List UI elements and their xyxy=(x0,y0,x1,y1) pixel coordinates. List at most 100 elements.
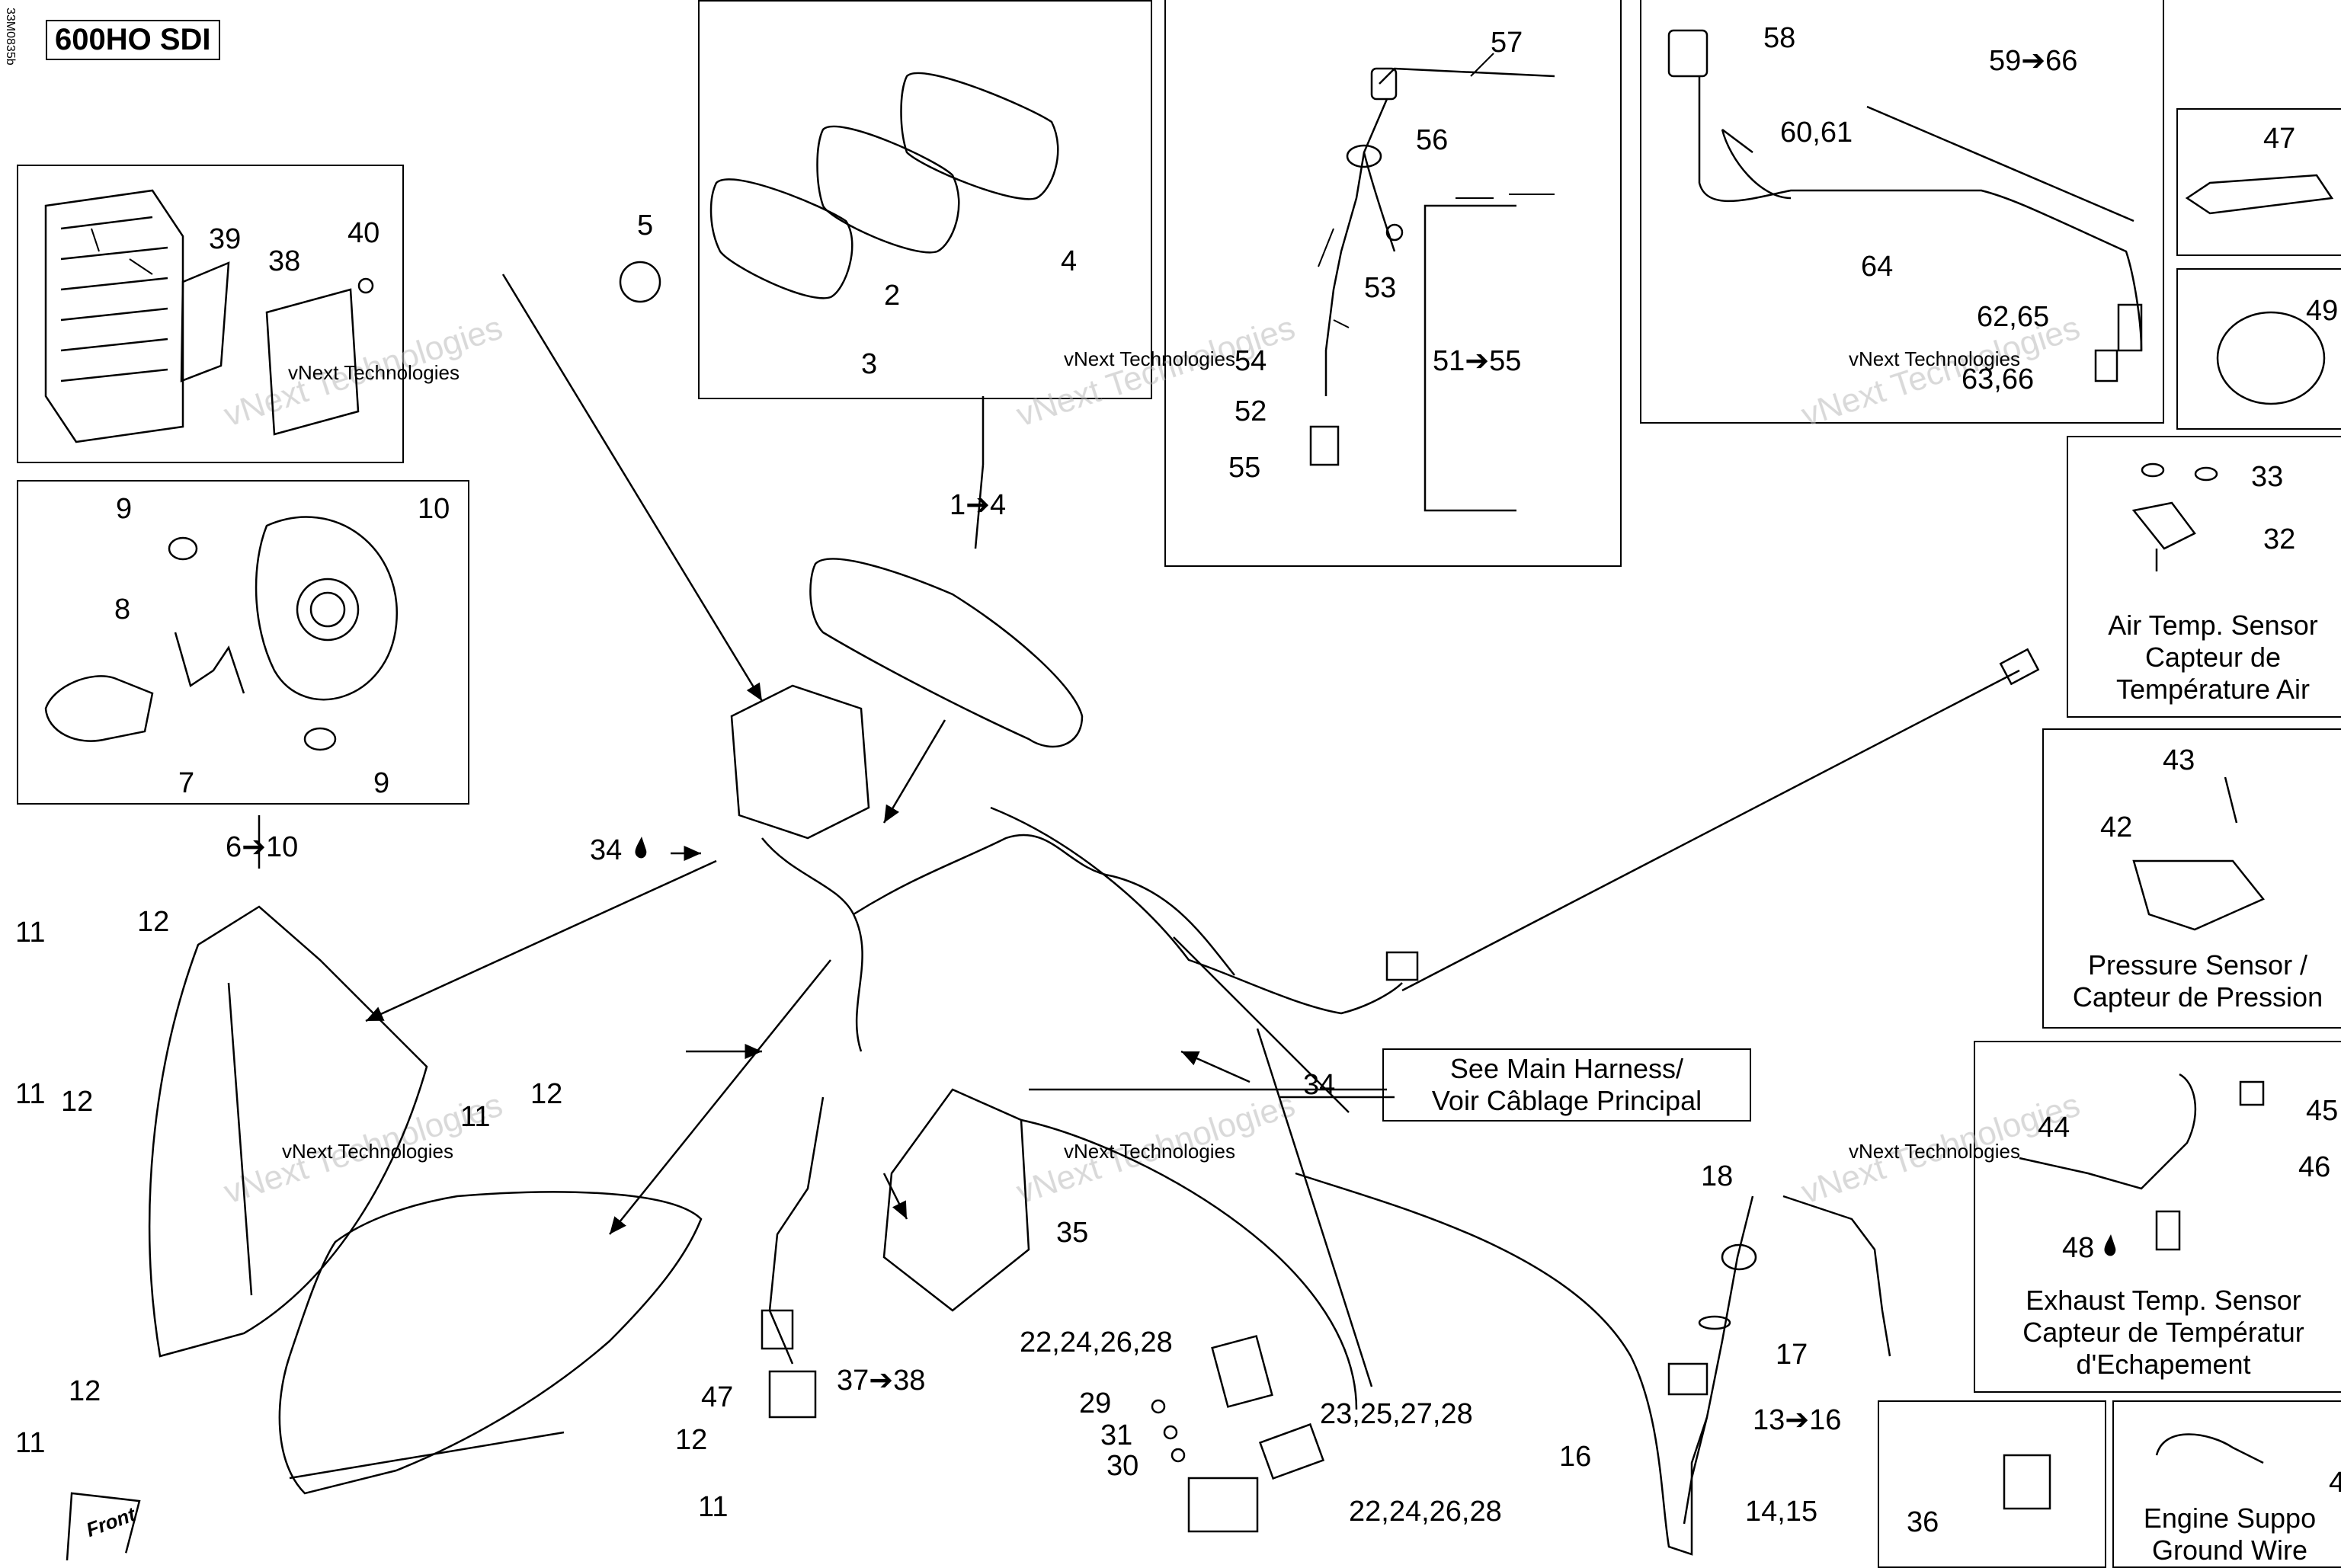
bracket-51-55 xyxy=(1423,204,1516,512)
svg-text:56: 56 xyxy=(1416,124,1448,156)
ecm-module xyxy=(44,189,184,443)
svg-text:11: 11 xyxy=(698,1491,728,1523)
svg-text:48: 48 xyxy=(2062,1232,2094,1264)
detail-box-exhaust xyxy=(1974,1041,2341,1393)
pressure-caption: Pressure Sensor /Capteur de Pression xyxy=(2072,949,2323,1013)
spring-clip xyxy=(174,632,245,694)
svg-text:54: 54 xyxy=(1235,345,1267,377)
detail-box-pressure xyxy=(2042,728,2341,1029)
bulb xyxy=(44,675,154,742)
svg-text:47: 47 xyxy=(701,1381,733,1413)
svg-text:38: 38 xyxy=(268,245,300,277)
svg-text:60,61: 60,61 xyxy=(1780,117,1853,149)
svg-text:3: 3 xyxy=(861,348,877,380)
svg-text:47: 47 xyxy=(2263,123,2295,155)
svg-text:vNext Technologies: vNext Technologies xyxy=(1064,347,1235,370)
svg-text:17: 17 xyxy=(1776,1339,1808,1371)
svg-text:58: 58 xyxy=(1763,22,1795,54)
instrument-cluster xyxy=(809,558,1084,748)
svg-text:53: 53 xyxy=(1364,272,1396,304)
svg-text:10: 10 xyxy=(418,493,450,525)
connector-58 xyxy=(1667,29,1709,78)
svg-text:7: 7 xyxy=(178,767,194,799)
svg-text:12: 12 xyxy=(61,1086,93,1118)
svg-text:49: 49 xyxy=(2306,295,2338,327)
detail-box-gauge xyxy=(698,0,1152,399)
detail-box-air-temp xyxy=(2067,436,2341,718)
svg-text:9: 9 xyxy=(373,767,389,799)
svg-text:vNext Technologies: vNext Technologies xyxy=(1849,1140,2020,1163)
svg-text:51➔55: 51➔55 xyxy=(1433,345,1521,377)
sensor-wire xyxy=(1379,67,1555,85)
svg-text:34: 34 xyxy=(1303,1069,1335,1101)
headlamp-reflector xyxy=(255,516,399,701)
see-main-harness-note: See Main Harness/Voir Câblage Principal xyxy=(1382,1048,1751,1122)
harness-branch xyxy=(761,837,863,1052)
svg-text:vNext Technologies: vNext Technologies xyxy=(1064,1140,1235,1163)
svg-text:37➔38: 37➔38 xyxy=(837,1365,925,1397)
svg-text:46: 46 xyxy=(2298,1151,2330,1183)
exhaust-sensor xyxy=(2019,1073,2197,1190)
svg-text:64: 64 xyxy=(1861,251,1893,283)
svg-text:12: 12 xyxy=(69,1375,101,1407)
svg-text:22,24,26,28: 22,24,26,28 xyxy=(1349,1496,1502,1528)
svg-text:2: 2 xyxy=(884,280,900,312)
svg-text:59➔66: 59➔66 xyxy=(1989,45,2077,77)
harness-long-wire xyxy=(1401,669,2020,992)
svg-text:45: 45 xyxy=(2306,1095,2338,1127)
gauge-bezel xyxy=(709,178,853,299)
svg-text:5: 5 xyxy=(637,210,653,242)
detail-box-sensor-harness xyxy=(1164,0,1622,567)
gauge-lens xyxy=(816,125,960,254)
svg-text:40: 40 xyxy=(347,217,379,249)
svg-text:36: 36 xyxy=(1907,1506,1939,1538)
drop-callouts: 34 48 xyxy=(590,834,2116,1264)
svg-text:6➔10: 6➔10 xyxy=(226,831,298,863)
connector-22 xyxy=(1211,1335,1273,1408)
module-30 xyxy=(1187,1477,1259,1533)
svg-text:11: 11 xyxy=(15,1427,45,1459)
svg-text:9: 9 xyxy=(116,493,132,525)
svg-text:29: 29 xyxy=(1079,1387,1111,1419)
svg-text:35: 35 xyxy=(1056,1217,1088,1249)
svg-text:57: 57 xyxy=(1491,27,1523,59)
svg-text:55: 55 xyxy=(1228,452,1260,484)
svg-text:39: 39 xyxy=(209,223,241,255)
air-temp-sensor xyxy=(2131,501,2196,571)
svg-text:11: 11 xyxy=(460,1101,490,1133)
watermarks-small: vNext Technologies vNext Technologies vN… xyxy=(282,347,2020,1163)
svg-text:31: 31 xyxy=(1100,1419,1132,1451)
svg-text:18: 18 xyxy=(1701,1160,1733,1192)
connector-23 xyxy=(1258,1422,1325,1480)
ground-wire xyxy=(2155,1433,2264,1464)
svg-text:34: 34 xyxy=(590,834,622,866)
pressure-sensor xyxy=(2132,859,2265,931)
detail-box-clamp xyxy=(2176,268,2341,430)
harness-59-66 xyxy=(1866,105,2134,222)
callout: 1➔4 xyxy=(950,489,1006,521)
svg-text:16: 16 xyxy=(1559,1441,1591,1473)
svg-text:14,15: 14,15 xyxy=(1745,1496,1817,1528)
svg-text:12: 12 xyxy=(137,906,169,938)
detail-box-grease xyxy=(2176,108,2341,256)
watermarks: vNext Technologies vNext Technologies vN… xyxy=(219,309,2084,1211)
callout-labels: 1➔4 2 3 4 5 6➔10 7 8 9 9 10 11 11 11 11 … xyxy=(15,22,2341,1538)
gauge-decal xyxy=(619,261,661,303)
svg-text:63,66: 63,66 xyxy=(1962,363,2034,395)
svg-text:vNext Technologies: vNext Technologies xyxy=(288,361,460,384)
svg-text:13➔16: 13➔16 xyxy=(1753,1404,1841,1436)
svg-text:4: 4 xyxy=(1061,245,1077,277)
tether-cord xyxy=(1782,1195,1891,1357)
gauge-housing xyxy=(900,72,1059,200)
detail-box-headlamp-bulb xyxy=(17,480,469,805)
detail-box-adapter-harness xyxy=(1640,0,2164,424)
connector-37 xyxy=(768,1370,817,1419)
ecm-plate xyxy=(180,261,230,382)
svg-text:11: 11 xyxy=(15,917,45,949)
svg-text:vNext Technologies: vNext Technologies xyxy=(1849,347,2020,370)
svg-text:33: 33 xyxy=(2251,461,2283,493)
svg-text:44: 44 xyxy=(2038,1112,2070,1144)
svg-text:8: 8 xyxy=(114,594,130,626)
